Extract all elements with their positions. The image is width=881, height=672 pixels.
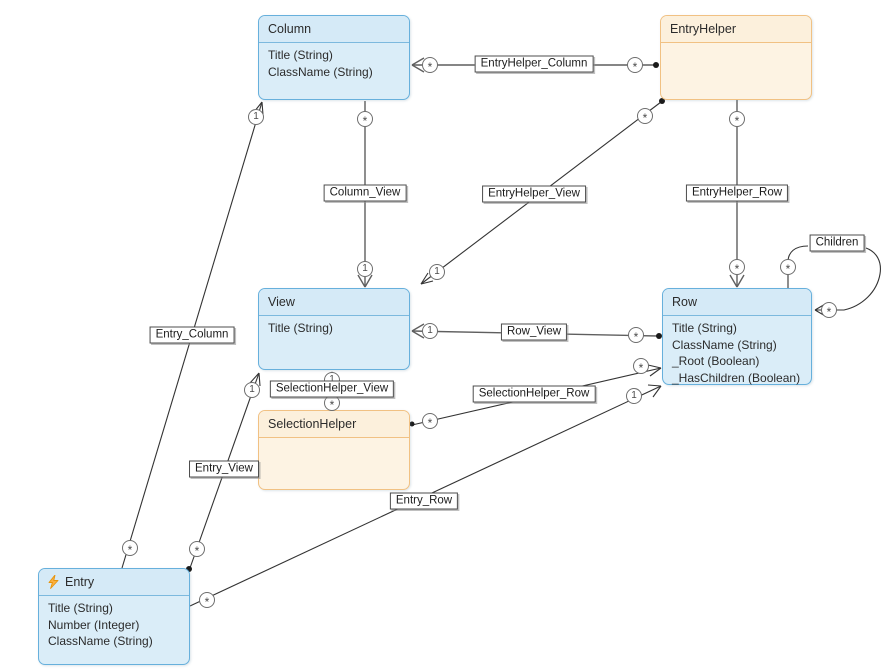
arrowhead-icon — [729, 274, 745, 288]
entity-attribute: _Root (Boolean) — [672, 354, 760, 368]
multiplicity-badge: 1 — [429, 264, 445, 280]
multiplicity-badge: * — [357, 111, 373, 128]
entity-title: EntryHelper — [661, 16, 811, 43]
multiplicity-badge: * — [821, 302, 837, 319]
entity-title: View — [259, 289, 409, 316]
multiplicity-badge: * — [633, 358, 649, 375]
lightning-icon — [48, 575, 59, 589]
entity-attribute: Number (Integer) — [48, 617, 140, 632]
multiplicity-badge: * — [627, 57, 643, 74]
anchor-dot-icon — [409, 421, 415, 427]
relationship-label[interactable]: EntryHelper_Row — [685, 184, 789, 202]
multiplicity-badge: * — [189, 541, 205, 558]
relationship-label[interactable]: SelectionHelper_Row — [472, 385, 596, 403]
entity-attribute: ClassName (String) — [48, 634, 153, 648]
relationship-label[interactable]: Entry_Row — [389, 492, 459, 510]
multiplicity-badge: 1 — [244, 382, 260, 398]
multiplicity-badge: * — [422, 413, 438, 430]
multiplicity-badge: * — [199, 592, 215, 609]
entity-title: Column — [259, 16, 409, 43]
multiplicity-badge: 1 — [248, 109, 264, 125]
line — [816, 247, 881, 311]
entity-attribute: Title (String) — [268, 321, 333, 335]
entity-title: SelectionHelper — [259, 411, 409, 438]
multiplicity-badge: * — [780, 259, 796, 276]
entity-entryhelper[interactable]: EntryHelper — [660, 15, 812, 100]
entity-attribute: Title (String) — [48, 601, 113, 615]
entity-entry[interactable]: Entry Title (String) Number (Integer) Cl… — [38, 568, 190, 665]
multiplicity-badge: * — [637, 108, 653, 125]
relationship-label[interactable]: Column_View — [323, 184, 407, 202]
relationship-label[interactable]: Children — [809, 234, 865, 252]
multiplicity-badge: 1 — [422, 323, 438, 339]
relationship-label[interactable]: SelectionHelper_View — [269, 380, 395, 398]
relationship-label[interactable]: Entry_View — [189, 460, 259, 478]
entity-row[interactable]: Row Title (String) ClassName (String) _R… — [662, 288, 812, 385]
multiplicity-badge: * — [122, 540, 138, 557]
entity-attribute: ClassName (String) — [268, 64, 373, 79]
multiplicity-badge: 1 — [357, 261, 373, 277]
relationship-label[interactable]: Row_View — [500, 323, 568, 341]
arrowhead-icon — [647, 364, 662, 377]
relationship-label[interactable]: Entry_Column — [149, 326, 235, 344]
multiplicity-badge: * — [422, 57, 438, 74]
entity-attribute: Title (String) — [672, 321, 737, 335]
multiplicity-badge: * — [628, 327, 644, 344]
arrowhead-icon — [647, 384, 662, 398]
entity-column[interactable]: Column Title (String) ClassName (String) — [258, 15, 410, 100]
entity-selectionhelper[interactable]: SelectionHelper — [258, 410, 410, 490]
multiplicity-badge: * — [729, 259, 745, 276]
entity-attribute: ClassName (String) — [672, 337, 777, 352]
anchor-dot-icon — [653, 62, 659, 68]
entity-attribute: Title (String) — [268, 48, 333, 62]
entity-view[interactable]: View Title (String) — [258, 288, 410, 370]
multiplicity-badge: 1 — [626, 388, 642, 404]
relationship-label[interactable]: EntryHelper_Column — [474, 55, 594, 73]
relationship-label[interactable]: EntryHelper_View — [482, 185, 586, 203]
multiplicity-badge: * — [729, 111, 745, 128]
entity-title: Entry — [65, 575, 95, 589]
entity-title: Row — [663, 289, 811, 316]
entity-attribute: _HasChildren (Boolean) — [672, 370, 801, 385]
